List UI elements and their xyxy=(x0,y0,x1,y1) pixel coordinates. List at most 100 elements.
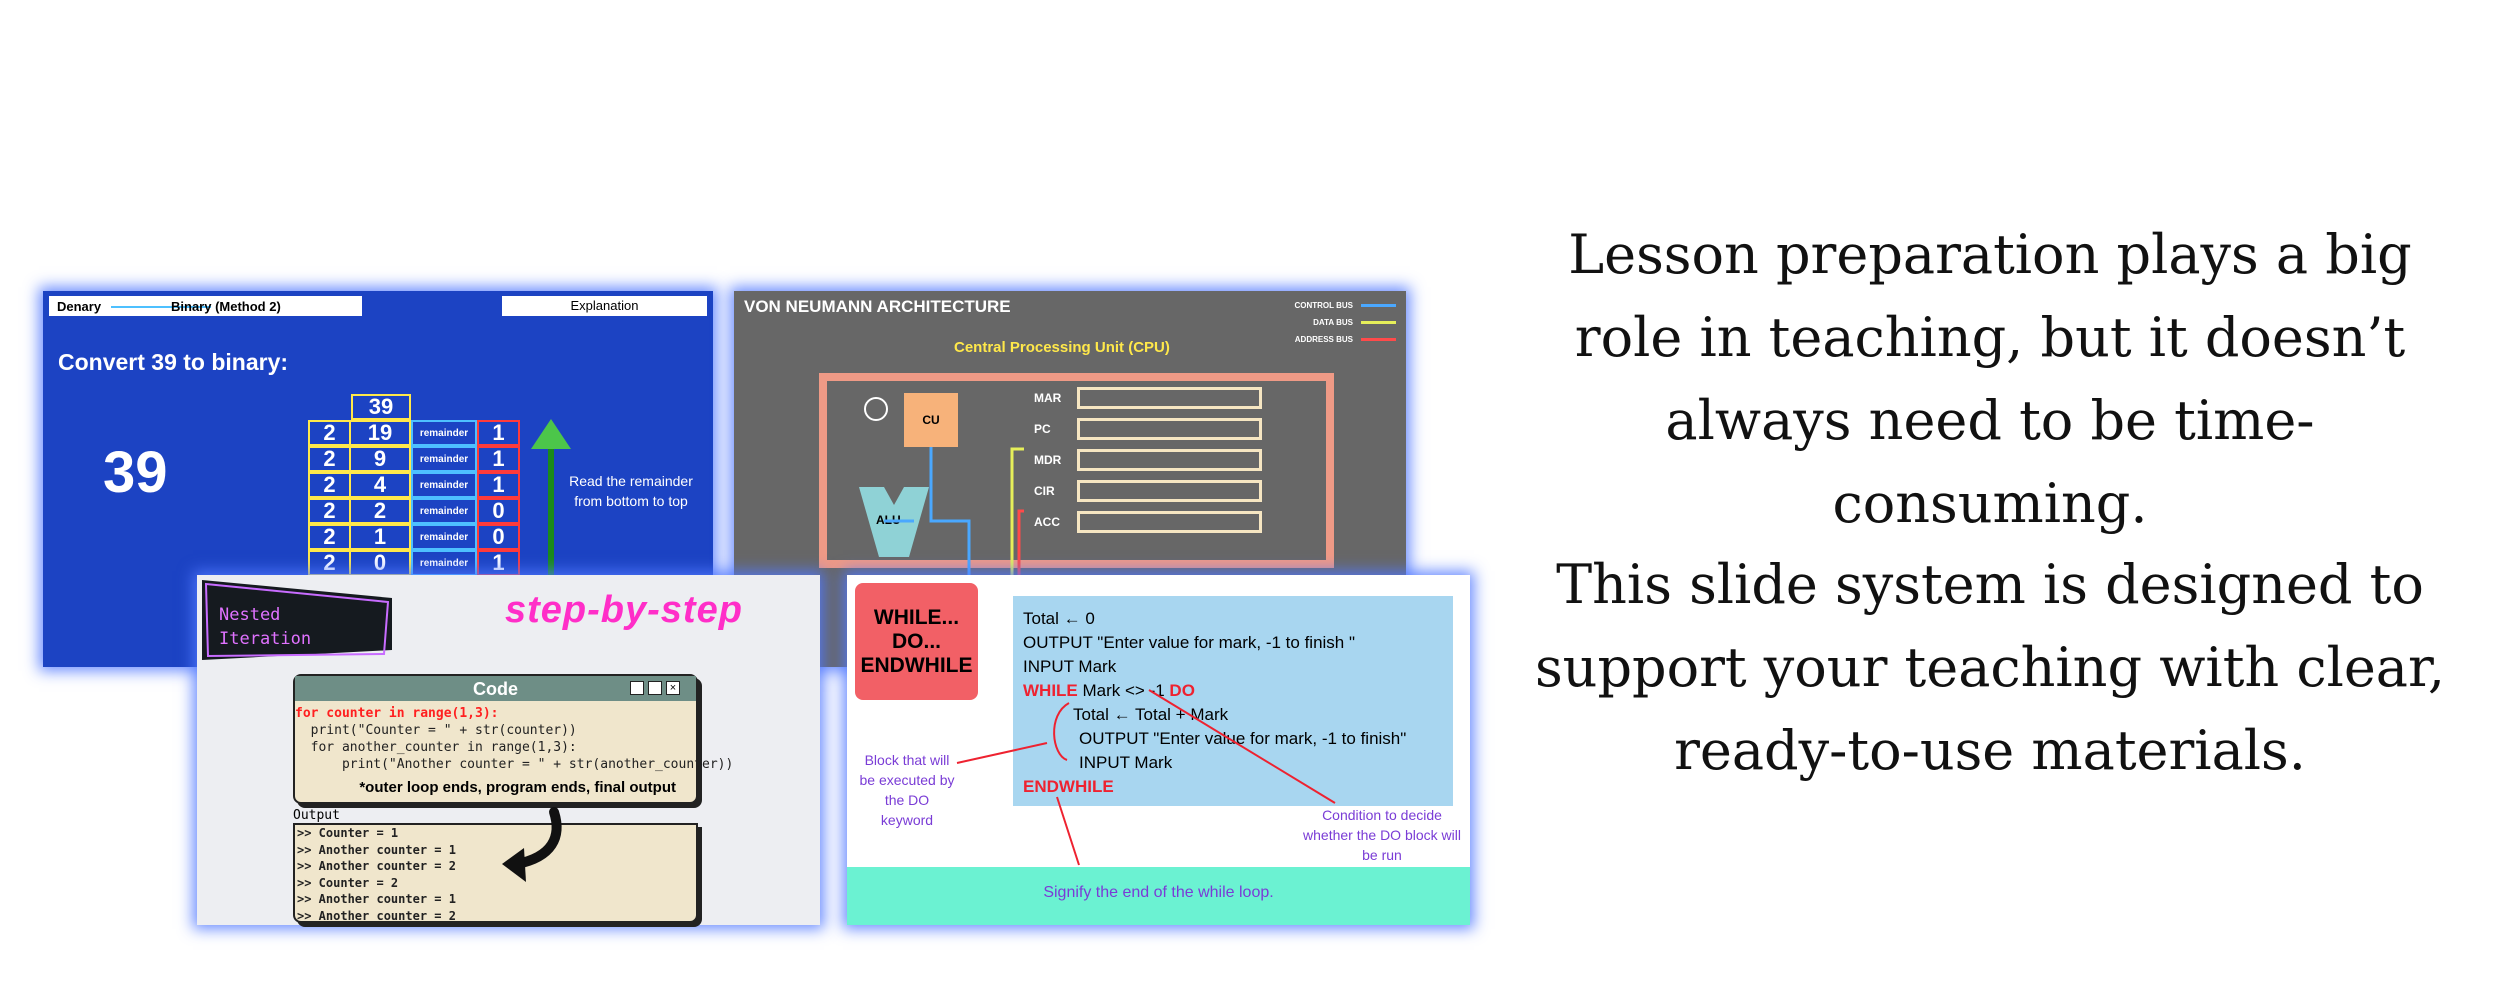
pseudocode-line: Total ← 0 xyxy=(1023,609,1095,628)
annotation-condition: Condition to decide whether the DO block… xyxy=(1303,807,1461,863)
curved-arrow-icon xyxy=(502,807,562,882)
register-box xyxy=(1077,480,1262,502)
code-window-title: Code xyxy=(473,679,518,699)
quotient-cell: 9 xyxy=(351,446,411,472)
register-box xyxy=(1077,449,1262,471)
divisor-cell: 2 xyxy=(308,524,351,550)
pseudocode-line: INPUT Mark xyxy=(1079,753,1173,772)
cpu-label: Central Processing Unit (CPU) xyxy=(954,339,1170,356)
register-label-cir: CIR xyxy=(1034,484,1055,498)
pseudocode-line: OUTPUT "Enter value for mark, -1 to fini… xyxy=(1079,729,1407,748)
intro-paragraph: Lesson preparation plays a big role in t… xyxy=(1568,223,2412,535)
table-row: 2 2 remainder 0 xyxy=(308,498,523,524)
topic-tag-shape xyxy=(202,580,392,660)
annotation-endwhile: Signify the end of the while loop. xyxy=(1043,884,1274,901)
topic-tag-line: Nested xyxy=(219,605,281,625)
legend-item: CONTROL BUS xyxy=(1294,297,1396,314)
code-window-titlebar: Code × xyxy=(295,676,696,701)
nested-iteration-slide: Nested Iteration step-by-step Code × for… xyxy=(197,575,820,925)
topic-tag: Nested Iteration xyxy=(219,603,311,651)
slide-title: Convert 39 to binary: xyxy=(58,349,289,375)
code-window: Code × for counter in range(1,3): print(… xyxy=(293,674,733,804)
up-arrow-icon xyxy=(531,419,571,449)
output-label: Output xyxy=(293,808,340,823)
read-direction-note: Read the remainder from bottom to top xyxy=(569,473,693,509)
close-icon: × xyxy=(666,681,680,695)
legend-item: ADDRESS BUS xyxy=(1294,331,1396,348)
legend-item: DATA BUS xyxy=(1294,314,1396,331)
description-paragraph: This slide system is designed to support… xyxy=(1534,553,2446,782)
divisor-cell: 2 xyxy=(308,446,351,472)
up-arrow-shaft xyxy=(548,449,554,579)
register-box xyxy=(1077,387,1262,409)
badge-line: ENDWHILE xyxy=(860,653,973,677)
topic-tag-line: Iteration xyxy=(219,629,312,649)
remainder-label: remainder xyxy=(411,550,477,576)
table-row: 2 9 remainder 1 xyxy=(308,446,523,472)
bit-cell: 0 xyxy=(477,524,520,550)
keyword-endwhile: ENDWHILE xyxy=(1023,777,1114,796)
step-by-step-heading: step-by-step xyxy=(505,589,743,631)
legend-label: CONTROL BUS xyxy=(1294,301,1353,310)
minimize-icon xyxy=(630,681,644,695)
clock-icon xyxy=(864,397,888,421)
code-footnote: *outer loop ends, program ends, final ou… xyxy=(359,779,676,796)
code-block: for counter in range(1,3): print("Counte… xyxy=(295,701,733,773)
register-box xyxy=(1077,418,1262,440)
output-block: >> Counter = 1 >> Another counter = 1 >>… xyxy=(295,825,696,925)
pseudocode-panel xyxy=(1013,596,1453,806)
remainder-label: remainder xyxy=(411,498,477,524)
pseudocode-line-while: WHILE Mark <> -1 DO xyxy=(1023,681,1195,701)
keyword-do: DO xyxy=(1169,681,1195,700)
divisor-cell: 2 xyxy=(308,498,351,524)
table-row: 39 xyxy=(308,394,523,420)
while-condition: Mark <> -1 xyxy=(1077,681,1170,700)
output-window: >> Counter = 1 >> Another counter = 1 >>… xyxy=(293,823,698,923)
legend-label: ADDRESS BUS xyxy=(1294,335,1353,344)
annotation-do-block: Block that will be executed by the DO ke… xyxy=(859,752,955,828)
table-row: 2 1 remainder 0 xyxy=(308,524,523,550)
badge-line: WHILE... xyxy=(873,605,960,629)
remainder-label: remainder xyxy=(411,524,477,550)
header-denary-label: Denary xyxy=(57,299,102,314)
register-label-acc: ACC xyxy=(1034,515,1060,529)
legend-swatch xyxy=(1361,321,1396,324)
table-row: 2 4 remainder 1 xyxy=(308,472,523,498)
while-loop-slide: WHILE... DO... ENDWHILE Total ← 0 OUTPUT… xyxy=(847,575,1470,925)
legend-swatch xyxy=(1361,304,1396,307)
output-line: >> Another counter = 1 xyxy=(297,892,456,907)
remainder-label: remainder xyxy=(411,446,477,472)
bit-cell: 1 xyxy=(477,446,520,472)
bit-cell: 1 xyxy=(477,472,520,498)
remainder-label: remainder xyxy=(411,420,477,446)
quotient-cell: 0 xyxy=(351,550,411,576)
cpu-box xyxy=(819,373,1334,568)
divisor-cell: 2 xyxy=(308,420,351,446)
division-table: 39 2 1 9 remainder 1 2 9 remainder 1 2 4 … xyxy=(308,394,523,576)
output-line: >> Another counter = 2 xyxy=(297,859,456,874)
header-binary-label: Binary (Method 2) xyxy=(171,299,281,314)
legend-swatch xyxy=(1361,338,1396,341)
keyword-while: WHILE xyxy=(1023,681,1078,700)
bottom-banner: Signify the end of the while loop. xyxy=(847,867,1470,925)
output-line: >> Another counter = 2 xyxy=(297,908,456,923)
table-row: 2 0 remainder 1 xyxy=(308,550,523,576)
quotient-cell: 2 xyxy=(351,498,411,524)
badge-line: DO... xyxy=(891,629,941,653)
code-line: for counter in range(1,3): xyxy=(295,706,499,721)
legend-label: DATA BUS xyxy=(1313,318,1353,327)
register-label-mar: MAR xyxy=(1034,391,1062,405)
big-number: 39 xyxy=(103,440,168,505)
quotient-cell: 1 xyxy=(351,524,411,550)
bit-cell: 1 xyxy=(477,550,520,576)
annotation-arrows xyxy=(956,689,1336,866)
code-line: print("Counter = " + str(counter)) xyxy=(295,723,577,738)
slide-title: VON NEUMANN ARCHITECTURE xyxy=(744,297,1011,316)
control-unit: CU xyxy=(904,393,958,447)
code-line: for another_counter in range(1,3): xyxy=(295,740,577,755)
quotient-cell: 4 xyxy=(351,472,411,498)
bus-legend: CONTROL BUS DATA BUS ADDRESS BUS xyxy=(1294,297,1396,348)
register-label-pc: PC xyxy=(1034,422,1051,436)
code-line: print("Another counter = " + str(another… xyxy=(295,757,734,772)
while-badge: WHILE... DO... ENDWHILE xyxy=(855,583,978,700)
